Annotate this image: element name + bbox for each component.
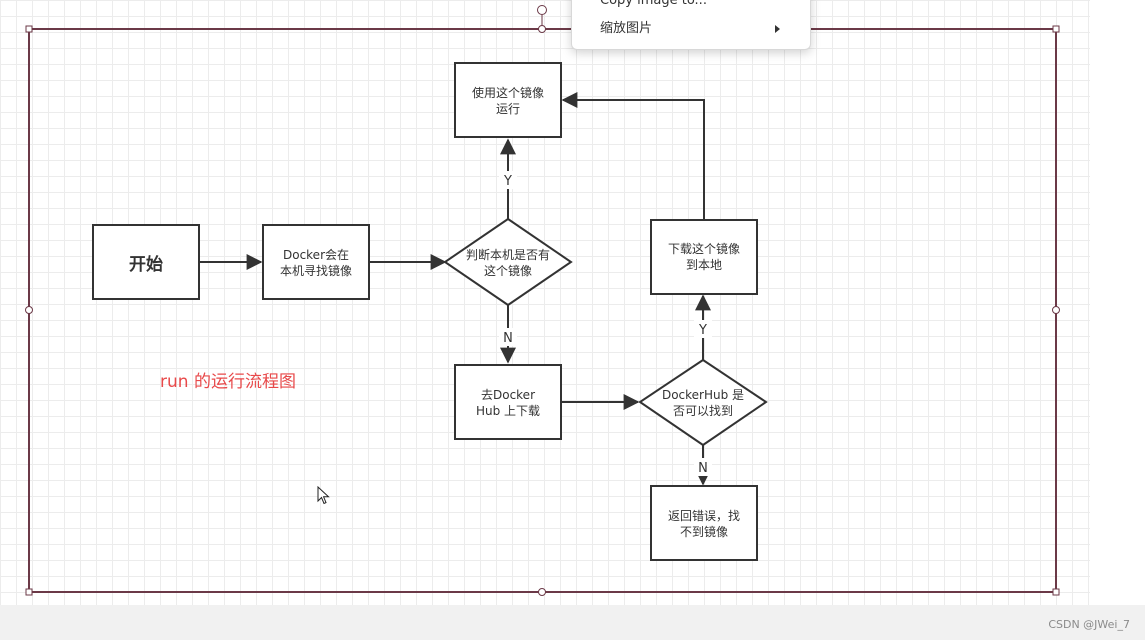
rotate-handle[interactable] [537, 5, 547, 15]
label-bg [499, 171, 517, 189]
node-use-image-line1: 使用这个镜像 [472, 85, 544, 100]
node-pull-hub-line1: 去Docker [481, 388, 535, 402]
node-use-image-line2: 运行 [496, 102, 520, 116]
menu-item-zoom-image-label: 缩放图片 [600, 21, 653, 36]
resize-handle-top[interactable] [538, 25, 546, 33]
node-find-local[interactable]: Docker会在 本机寻找镜像 [262, 224, 370, 300]
chevron-right-icon [775, 25, 780, 33]
node-pull-hub[interactable]: 去Docker Hub 上下载 [454, 364, 562, 440]
menu-item-zoom-image[interactable]: 缩放图片 [572, 15, 810, 43]
node-start[interactable]: 开始 [92, 224, 200, 300]
label-bg [694, 320, 712, 338]
edge-label-hub-no: N [698, 461, 708, 476]
resize-handle-left[interactable] [25, 306, 33, 314]
label-bg [694, 458, 712, 476]
node-error[interactable]: 返回错误，找 不到镜像 [650, 485, 758, 561]
node-check-local-line1: 判断本机是否有 [466, 247, 550, 262]
resize-handle-bottom[interactable] [538, 588, 546, 596]
resize-handle-right[interactable] [1052, 306, 1060, 314]
menu-item-copy-image[interactable]: Copy image to... [572, 0, 810, 15]
label-bg [499, 328, 517, 346]
diagram-caption: run 的运行流程图 [160, 372, 296, 392]
edge-label-local-no: N [503, 331, 513, 346]
menu-item-copy-image-label: Copy image to... [600, 0, 707, 8]
context-menu: Copy image to... 缩放图片 [571, 0, 811, 50]
edge-label-local-yes: Y [503, 174, 512, 189]
flowchart: Y N Y N 开始 Docker会在 本机寻找镜像 判断本机是否有 这个镜像 … [25, 5, 1060, 596]
resize-handle-top-right[interactable] [1052, 25, 1060, 33]
node-find-local-line2: 本机寻找镜像 [280, 263, 352, 278]
node-use-image[interactable]: 使用这个镜像 运行 [454, 62, 562, 138]
edge-label-hub-yes: Y [698, 323, 707, 338]
watermark: CSDN @JWei_7 [1048, 618, 1130, 631]
node-check-hub[interactable]: DockerHub 是 否可以找到 [638, 358, 768, 447]
node-download-local-line1: 下载这个镜像 [668, 241, 740, 256]
resize-handle-bottom-right[interactable] [1052, 588, 1060, 596]
edge-download-to-use [561, 92, 705, 219]
node-error-line2: 不到镜像 [680, 524, 728, 539]
node-error-line1: 返回错误，找 [668, 509, 740, 523]
resize-handle-top-left[interactable] [25, 25, 33, 33]
node-check-local[interactable]: 判断本机是否有 这个镜像 [443, 217, 573, 307]
right-panel [1090, 0, 1145, 605]
node-start-label: 开始 [129, 254, 163, 275]
node-check-hub-line1: DockerHub 是 [662, 388, 744, 402]
resize-handle-bottom-left[interactable] [25, 588, 33, 596]
mouse-pointer-icon [317, 486, 330, 505]
node-download-local[interactable]: 下载这个镜像 到本地 [650, 219, 758, 295]
node-download-local-line2: 到本地 [686, 258, 722, 272]
node-find-local-line1: Docker会在 [283, 248, 349, 262]
node-check-local-line2: 这个镜像 [484, 263, 532, 278]
node-check-hub-line2: 否可以找到 [673, 404, 733, 418]
node-pull-hub-line2: Hub 上下载 [476, 404, 540, 418]
